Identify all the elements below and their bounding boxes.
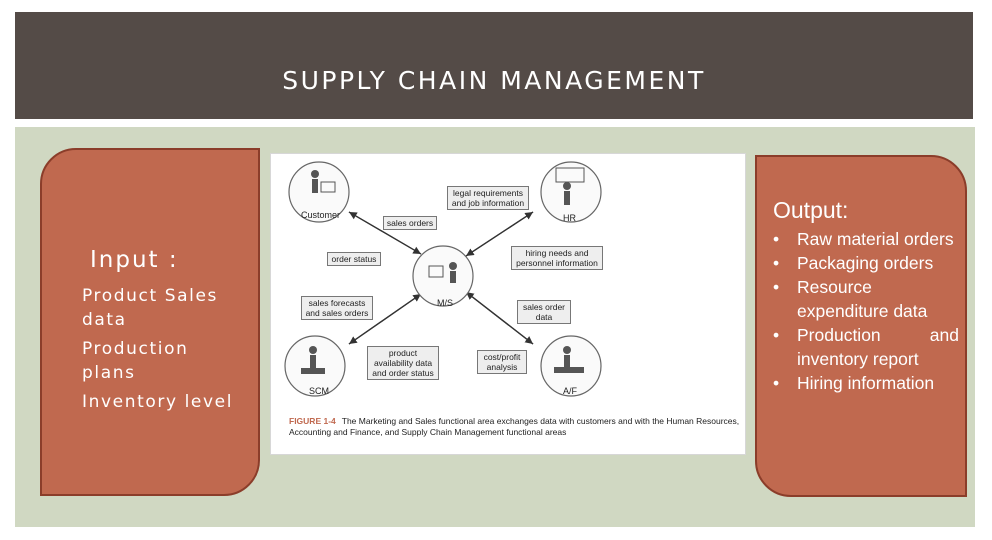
output-item: Resource expenditure data xyxy=(771,275,959,323)
box-sales-orders: sales orders xyxy=(383,216,437,230)
box-sales-order-data: sales order data xyxy=(517,300,571,324)
node-label-hr: HR xyxy=(563,213,576,223)
node-label-scm: SCM xyxy=(309,386,329,396)
box-legal: legal requirements and job information xyxy=(447,186,529,210)
node-label-ms: M/S xyxy=(437,298,454,308)
diagram-connectors xyxy=(284,161,602,397)
box-forecasts: sales forecasts and sales orders xyxy=(301,296,373,320)
input-line: Production xyxy=(82,339,189,359)
person-desk-icon xyxy=(554,346,584,373)
slide-title: SUPPLY CHAIN MANAGEMENT xyxy=(282,66,706,95)
caption-number: FIGURE 1-4 xyxy=(289,416,336,426)
caption-text: The Marketing and Sales functional area … xyxy=(289,416,740,437)
box-availability: product availability data and order stat… xyxy=(367,346,439,380)
input-list: Product Sales data Production plans Inve… xyxy=(82,284,252,414)
output-heading: Output: xyxy=(773,197,849,223)
person-computer-icon xyxy=(428,262,457,283)
node-label-af: A/F xyxy=(563,386,578,396)
output-panel: Output: Raw material orders Packaging or… xyxy=(755,155,967,497)
output-item: Raw material orders xyxy=(771,227,959,251)
person-board-icon xyxy=(555,167,585,205)
box-order-status: order status xyxy=(327,252,381,266)
output-list: Raw material orders Packaging orders Res… xyxy=(771,227,959,395)
worker-icon xyxy=(301,346,325,374)
customer-node-icon xyxy=(288,161,350,223)
output-item: Hiring information xyxy=(771,371,959,395)
header-bar: SUPPLY CHAIN MANAGEMENT xyxy=(15,12,973,119)
input-line: data xyxy=(82,310,127,330)
input-line: plans xyxy=(82,363,136,383)
person-cart-icon xyxy=(311,170,336,193)
output-item: Production and inventory report xyxy=(771,323,959,371)
af-node-icon xyxy=(540,335,602,397)
input-line: Product Sales xyxy=(82,286,218,306)
box-hiring: hiring needs and personnel information xyxy=(511,246,603,270)
diagram-figure: Customer HR M/S SCM A/F legal requiremen… xyxy=(270,153,746,455)
input-heading: Input : xyxy=(90,247,179,273)
box-cost: cost/profit analysis xyxy=(477,350,527,374)
node-label-customer: Customer xyxy=(301,210,341,220)
input-panel: Input : Product Sales data Production pl… xyxy=(40,148,260,496)
input-line: Inventory level xyxy=(82,392,234,412)
output-item: Packaging orders xyxy=(771,251,959,275)
